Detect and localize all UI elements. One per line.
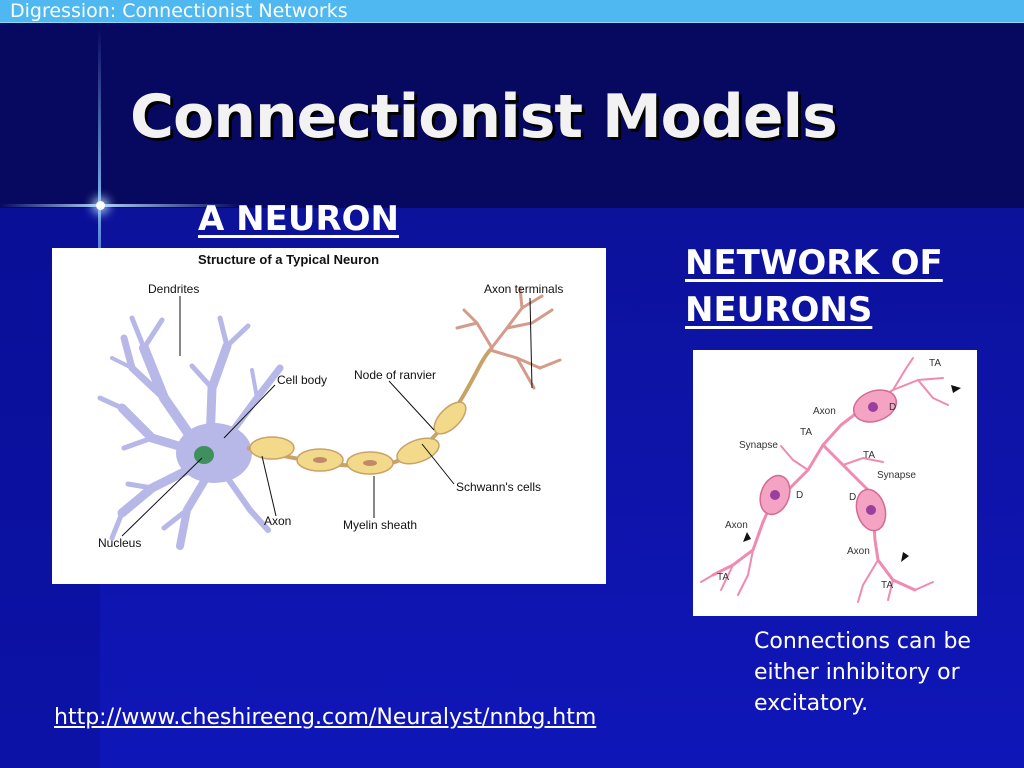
net-label-ta-top: TA [929,358,941,369]
net-label-synapse-left: Synapse [739,440,778,451]
label-myelin-sheath: Myelin sheath [343,518,417,532]
network-diagram-svg: TA D Axon TA Synapse TA Synapse D D Axon… [700,357,961,603]
title-band [0,22,1024,208]
top-bar: Digression: Connectionist Networks [0,0,1024,23]
nucleus-shape [194,446,214,464]
decorative-horizontal-line [0,204,240,207]
net-label-axon-left: Axon [725,520,748,531]
label-dendrites: Dendrites [148,282,199,296]
label-schwanns-cells: Schwann's cells [456,480,541,494]
net-label-ta-bottom-right: TA [881,580,893,591]
net-label-ta-bottom-left: TA [717,572,729,583]
source-link[interactable]: http://www.cheshireeng.com/Neuralyst/nnb… [54,705,597,730]
callout-lines [121,296,533,537]
network-arrows [743,385,961,562]
neuron-heading: A NEURON [198,199,399,239]
net-label-axon-top: Axon [813,406,836,417]
label-nucleus: Nucleus [98,536,141,550]
neuron-diagram-svg: Structure of a Typical Neuron [97,252,563,550]
cell-body-shape [176,423,252,483]
label-node-of-ranvier: Node of ranvier [354,368,436,382]
myelin-sheath-shape [249,401,467,475]
decorative-star-icon [96,201,105,210]
net-label-ta-mid-right: TA [863,450,875,461]
net-label-d-top: D [889,402,896,413]
label-axon: Axon [264,514,291,528]
connections-note: Connections can be either inhibitory or … [754,629,971,716]
net-label-d-right: D [849,492,856,503]
net-label-synapse-right: Synapse [877,470,916,481]
breadcrumb: Digression: Connectionist Networks [10,0,348,22]
network-nuclei [770,402,878,515]
schwann-nuclei [313,457,377,466]
label-axon-terminals: Axon terminals [484,282,563,296]
net-label-ta-mid-left: TA [800,427,812,438]
neuron-diagram-title: Structure of a Typical Neuron [198,252,379,267]
slide-title: Connectionist Models [130,82,838,152]
network-diagram: TA D Axon TA Synapse TA Synapse D D Axon… [693,350,977,616]
net-label-d-left: D [796,490,803,501]
net-label-axon-bottom: Axon [847,546,870,557]
network-heading-line2: NEURONS [685,290,873,330]
label-cell-body: Cell body [277,373,327,387]
network-heading-line1: NETWORK OF [685,243,943,283]
neuron-diagram: Structure of a Typical Neuron [52,248,606,584]
axon-terminals-shape [455,286,562,390]
decorative-vertical-line [98,28,101,368]
